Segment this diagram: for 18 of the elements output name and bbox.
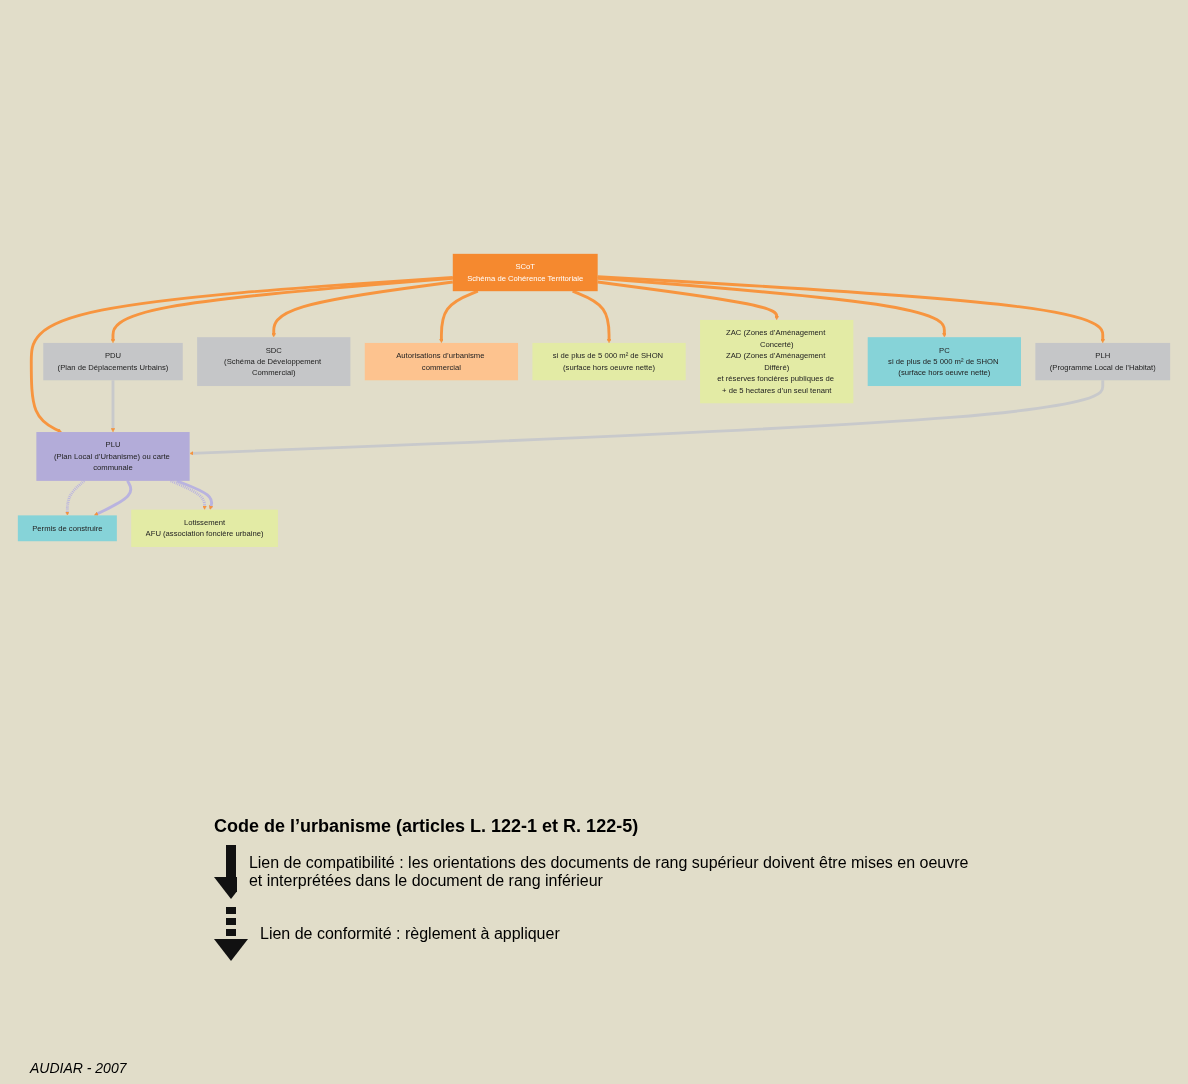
arrow bbox=[29, 275, 453, 433]
arrow bbox=[170, 479, 207, 510]
arrow bbox=[597, 274, 1105, 343]
arrow bbox=[439, 289, 479, 343]
arrow bbox=[597, 276, 947, 337]
arrow bbox=[271, 280, 453, 337]
arrow bbox=[176, 479, 214, 510]
legend-heading: Code de l’urbanisme (articles L. 122-1 et R. 122-5) bbox=[214, 816, 640, 837]
arrow bbox=[110, 379, 116, 432]
arrow bbox=[189, 379, 1105, 455]
legend-text: Lien de conformité : règlement à appliquer bbox=[260, 925, 560, 943]
arrow bbox=[94, 479, 133, 516]
arrow bbox=[65, 479, 86, 516]
legend-text: Lien de compatibilité : les orientations des documents de rang supérieur doivent être mises en oeuvre et interprétées dans le document de rang inférieur bbox=[248, 854, 970, 890]
source-note: AUDIAR - 2007 bbox=[30, 1060, 127, 1076]
arrow bbox=[572, 289, 612, 343]
arrow bbox=[597, 280, 779, 320]
arrow bbox=[110, 276, 453, 343]
